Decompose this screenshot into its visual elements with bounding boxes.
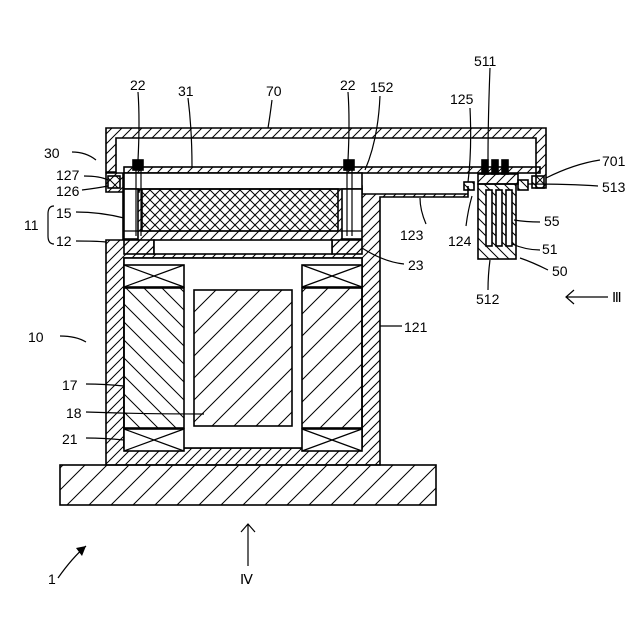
connector-50 <box>478 160 528 259</box>
label-701: 701 <box>602 153 626 169</box>
arrow-iv[interactable] <box>241 524 255 566</box>
arrow-1 <box>58 546 86 578</box>
label-31: 31 <box>178 83 194 99</box>
label-513: 513 <box>602 179 626 195</box>
block-core <box>142 189 338 231</box>
coil-right <box>302 288 362 428</box>
label-22b: 22 <box>340 77 356 93</box>
plate-23-left <box>124 240 154 254</box>
label-124: 124 <box>448 233 472 249</box>
label-18: 18 <box>66 405 82 421</box>
seal-701 <box>532 176 544 188</box>
label-121: 121 <box>404 319 428 335</box>
label-512: 512 <box>476 291 500 307</box>
plate-23-mid <box>154 240 332 254</box>
label-23: 23 <box>408 257 424 273</box>
label-55: 55 <box>544 213 560 229</box>
label-30: 30 <box>44 145 60 161</box>
label-127: 127 <box>56 167 80 183</box>
flange-bottom-left <box>124 429 184 451</box>
label-17: 17 <box>62 377 78 393</box>
base-plate <box>60 465 436 505</box>
seal-125 <box>464 182 474 190</box>
block-15 <box>124 173 362 189</box>
flange-top-right <box>302 265 362 287</box>
coil-left <box>124 288 184 428</box>
board-31 <box>124 167 540 173</box>
label-15: 15 <box>56 205 72 221</box>
label-iv: Ⅳ <box>240 571 253 587</box>
label-21: 21 <box>62 431 78 447</box>
seal-127 <box>108 176 120 188</box>
label-511: 511 <box>474 53 497 69</box>
core-18 <box>194 290 292 426</box>
label-126: 126 <box>56 183 80 199</box>
label-iii: Ⅲ <box>612 289 622 305</box>
flange-top-left <box>124 265 184 287</box>
label-51: 51 <box>542 241 558 257</box>
plate-23-right <box>332 240 362 254</box>
label-1: 1 <box>48 571 56 587</box>
label-22a: 22 <box>130 77 146 93</box>
bracket-11 <box>48 206 54 244</box>
label-50: 50 <box>552 263 568 279</box>
label-152: 152 <box>370 79 394 95</box>
label-125: 125 <box>450 91 474 107</box>
arrow-iii[interactable] <box>566 290 608 304</box>
label-10: 10 <box>28 329 44 345</box>
arrow-50 <box>520 258 548 270</box>
label-123: 123 <box>400 227 424 243</box>
label-70: 70 <box>266 83 282 99</box>
flange-bottom-right <box>302 429 362 451</box>
label-12: 12 <box>56 233 72 249</box>
label-11: 11 <box>24 217 39 233</box>
